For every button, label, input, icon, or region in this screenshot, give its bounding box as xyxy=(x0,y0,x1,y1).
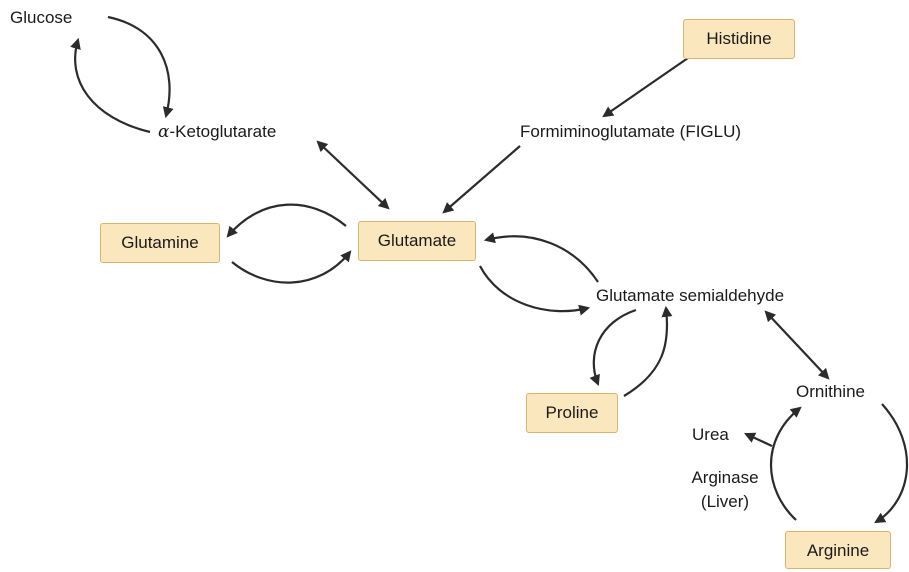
arrow-glucose-to-ketoglutarate xyxy=(107,15,174,119)
alpha-symbol: α xyxy=(158,122,170,142)
node-proline: Proline xyxy=(526,393,618,433)
arrow-ornithine-to-arginine xyxy=(874,403,909,524)
ketoglutarate-text: -Ketoglutarate xyxy=(169,122,277,141)
node-glutamate: Glutamate xyxy=(358,221,476,261)
node-figlu: Formiminoglutamate (FIGLU) xyxy=(520,122,742,141)
arrow-glutamate-to-glutamine xyxy=(226,203,347,238)
arrow-proline-to-semialdehyde xyxy=(623,305,673,397)
arrow-ketoglutarate-glutamate xyxy=(316,140,390,210)
arrow-arginine-to-ornithine xyxy=(770,406,802,521)
node-glutamate-semialdehyde: Glutamate semialdehyde xyxy=(596,286,785,305)
node-glutamine: Glutamine xyxy=(100,223,220,263)
arrow-semialdehyde-ornithine xyxy=(764,310,830,380)
node-urea: Urea xyxy=(692,425,729,444)
arrow-semialdehyde-to-proline xyxy=(589,308,637,387)
arginase-label: Arginase xyxy=(691,468,759,487)
arrow-figlu-to-glutamate xyxy=(442,145,521,214)
arrow-to-urea xyxy=(744,432,773,447)
arrow-glutamine-to-glutamate xyxy=(231,250,352,284)
node-alpha-ketoglutarate: α-Ketoglutarate xyxy=(158,122,276,142)
node-glucose: Glucose xyxy=(10,8,73,27)
node-ornithine: Ornithine xyxy=(796,382,865,401)
node-histidine: Histidine xyxy=(683,19,795,59)
arrow-glutamate-to-semialdehyde xyxy=(479,265,591,316)
node-arginine: Arginine xyxy=(785,531,891,569)
arrow-ketoglutarate-to-glucose xyxy=(70,37,151,134)
arrow-histidine-to-figlu xyxy=(602,57,689,118)
enzyme-arginase: Arginase (Liver) xyxy=(680,468,770,512)
arrow-semialdehyde-to-glutamate xyxy=(483,232,599,283)
liver-label: (Liver) xyxy=(700,492,750,511)
